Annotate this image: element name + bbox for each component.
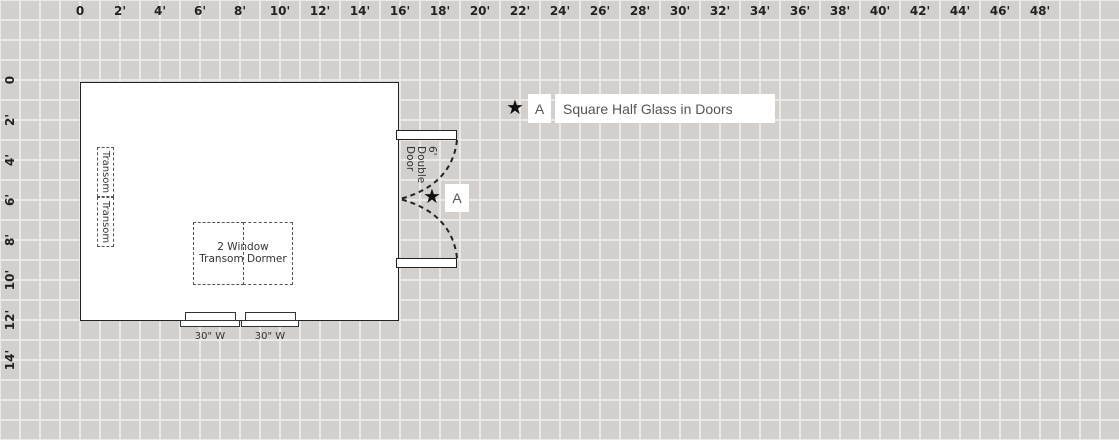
- x-tick: 26': [589, 4, 611, 18]
- x-tick: 12': [309, 4, 331, 18]
- door-leaf-top[interactable]: [396, 130, 457, 140]
- x-tick: 14': [349, 4, 371, 18]
- window-size-label: 30" W: [254, 331, 286, 342]
- x-tick: 44': [949, 4, 971, 18]
- dormer-label-line1: 2 Window: [217, 241, 269, 253]
- window-size-label: 30" W: [194, 331, 226, 342]
- building-footprint[interactable]: [80, 82, 399, 321]
- x-tick: 38': [829, 4, 851, 18]
- x-tick: 24': [549, 4, 571, 18]
- star-icon[interactable]: ★: [423, 186, 441, 208]
- x-tick: 34': [749, 4, 771, 18]
- star-icon: ★: [506, 97, 524, 119]
- transom-window[interactable]: [97, 197, 114, 247]
- door-tag[interactable]: A: [445, 184, 469, 212]
- legend-tag: A: [528, 94, 551, 123]
- transom-window[interactable]: [97, 147, 114, 197]
- x-tick: 22': [509, 4, 531, 18]
- x-tick: 28': [629, 4, 651, 18]
- dormer-label: 2 Window Transom Dormer: [193, 241, 293, 265]
- x-tick: 0: [75, 4, 85, 18]
- door-size: 6': [426, 146, 438, 156]
- door-label-line3: Door: [404, 146, 416, 172]
- x-tick: 36': [789, 4, 811, 18]
- x-tick: 8': [233, 4, 247, 18]
- window-sill[interactable]: [241, 320, 299, 327]
- x-tick: 4': [153, 4, 167, 18]
- legend-label: Square Half Glass in Doors: [555, 94, 775, 123]
- x-tick: 2': [113, 4, 127, 18]
- window-sill[interactable]: [180, 320, 240, 327]
- x-tick: 42': [909, 4, 931, 18]
- door-label: 6' Double Door: [397, 146, 438, 186]
- door-label-line2: Double: [415, 146, 427, 184]
- door-leaf-bottom[interactable]: [396, 258, 457, 268]
- x-tick: 48': [1029, 4, 1051, 18]
- x-tick: 32': [709, 4, 731, 18]
- x-tick: 46': [989, 4, 1011, 18]
- x-tick: 10': [269, 4, 291, 18]
- x-tick: 18': [429, 4, 451, 18]
- x-tick: 20': [469, 4, 491, 18]
- x-tick: 6': [193, 4, 207, 18]
- dormer-window[interactable]: [243, 222, 293, 285]
- x-tick: 16': [389, 4, 411, 18]
- dormer-label-line2: Transom Dormer: [199, 253, 287, 265]
- x-tick: 40': [869, 4, 891, 18]
- x-tick: 30': [669, 4, 691, 18]
